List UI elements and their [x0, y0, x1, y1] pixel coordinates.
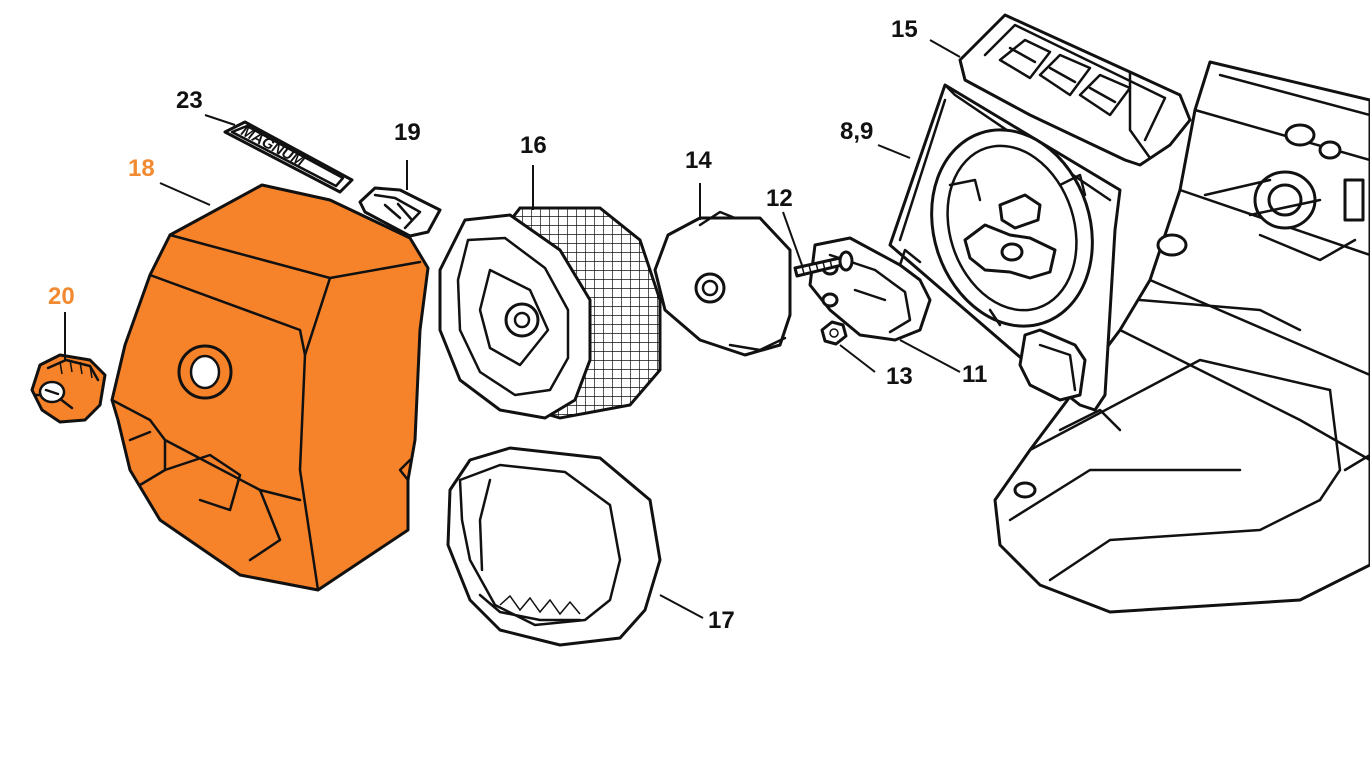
part-14-prefilter: [653, 210, 792, 357]
callout-16: 16: [520, 132, 547, 159]
callout-19: 19: [394, 119, 421, 146]
callout-18: 18: [128, 155, 155, 182]
part-19-clip: [358, 186, 442, 238]
part-17-gasket: [446, 446, 662, 647]
callout-12: 12: [766, 185, 793, 212]
callout-17: 17: [708, 607, 735, 634]
leader-lines: [64, 39, 961, 619]
part-23-decal: MAGNUM: [223, 120, 354, 194]
callout-20: 20: [48, 283, 75, 310]
part-12-screw: [793, 250, 854, 278]
callout-13: 13: [886, 363, 913, 390]
callout-23: 23: [176, 87, 203, 114]
part-8-9-filter-base: [888, 83, 1122, 412]
part-15-top-cover: [958, 13, 1192, 167]
decal-text: MAGNUM: [238, 123, 307, 171]
callout-8-9: 8,9: [840, 118, 874, 145]
engine-housing: [993, 60, 1370, 614]
part-13-nut: [820, 320, 848, 346]
part-18-cover: [110, 183, 430, 592]
part-20-knob: [30, 353, 107, 424]
callout-15: 15: [891, 16, 918, 43]
part-16-air-filter: [438, 206, 662, 420]
callout-11: 11: [962, 361, 988, 388]
callout-14: 14: [685, 147, 712, 174]
